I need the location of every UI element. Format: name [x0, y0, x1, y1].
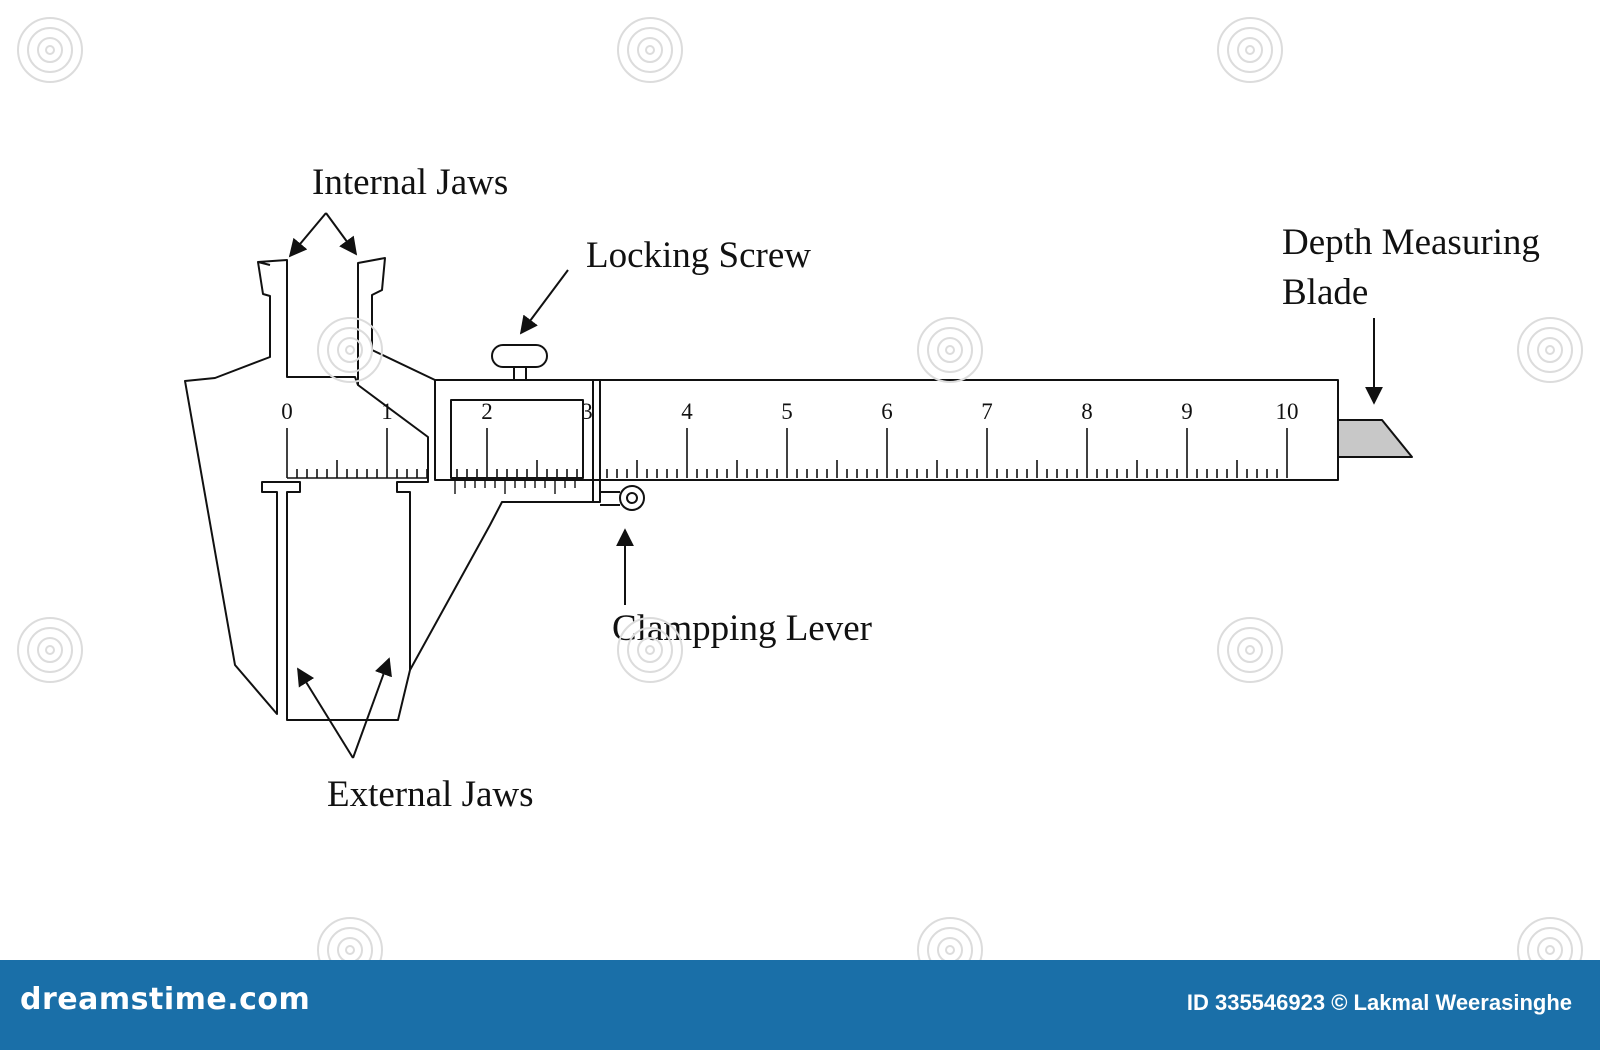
dreamstime-watermark-icon	[15, 615, 85, 685]
dreamstime-watermark-icon	[615, 615, 685, 685]
locking-screw-head	[491, 344, 548, 368]
dreamstime-watermark-icon	[15, 15, 85, 85]
main-scale-number: 3	[581, 399, 593, 424]
arrow-internal-right	[325, 212, 358, 256]
main-scale-number: 0	[281, 399, 293, 424]
main-scale-number: 9	[1181, 399, 1193, 424]
main-scale-number: 7	[981, 399, 993, 424]
label-depth-blade-line1: Depth Measuring	[1282, 222, 1540, 263]
label-locking-screw: Locking Screw	[586, 235, 812, 276]
arrow-locking-screw	[519, 269, 569, 335]
arrow-external-right	[352, 657, 392, 759]
dreamstime-watermark-icon	[1215, 615, 1285, 685]
label-external-jaws: External Jaws	[327, 774, 534, 815]
dreamstime-watermark-icon	[1515, 915, 1585, 960]
main-scale-number: 8	[1081, 399, 1093, 424]
main-scale-number: 6	[881, 399, 893, 424]
depth-blade	[1337, 419, 1413, 458]
vernier-window	[450, 399, 584, 479]
vernier-slider	[409, 379, 601, 671]
diagram-stage: 0 1 2 3 4 5 6 7 8 9 10 Internal Jaws Locking Screw…	[184, 162, 1540, 815]
dreamstime-watermark-icon	[315, 315, 385, 385]
arrow-external-left	[297, 667, 354, 759]
clamping-lever-knob	[619, 485, 645, 511]
dreamstime-watermark-icon	[1215, 15, 1285, 85]
main-scale-number: 10	[1276, 399, 1299, 424]
main-scale-number: 1	[381, 399, 393, 424]
dreamstime-watermark-icon	[915, 315, 985, 385]
image-credit: ID 335546923 © Lakmal Weerasinghe	[1186, 990, 1572, 1015]
dreamstime-watermark-icon	[315, 915, 385, 960]
label-depth-blade-line2: Blade	[1282, 272, 1369, 313]
vernier-caliper-drawing: 0 1 2 3 4 5 6 7 8 9 10	[184, 212, 1413, 759]
dreamstime-watermark-icon	[615, 15, 685, 85]
footer-bar: dreamstime.com ID 335546923 © Lakmal Wee…	[0, 960, 1600, 1050]
locking-screw-stem	[513, 366, 527, 381]
arrow-internal-left	[288, 212, 327, 258]
label-internal-jaws: Internal Jaws	[312, 162, 509, 203]
dreamstime-watermark-icon	[915, 915, 985, 960]
dreamstime-watermark-icon	[1515, 315, 1585, 385]
main-scale-number: 5	[781, 399, 793, 424]
brand-logo-text[interactable]: dreamstime.com	[20, 982, 311, 1017]
main-scale-number: 4	[681, 399, 693, 424]
fixed-jaw-body	[184, 259, 429, 721]
main-scale-number: 2	[481, 399, 493, 424]
